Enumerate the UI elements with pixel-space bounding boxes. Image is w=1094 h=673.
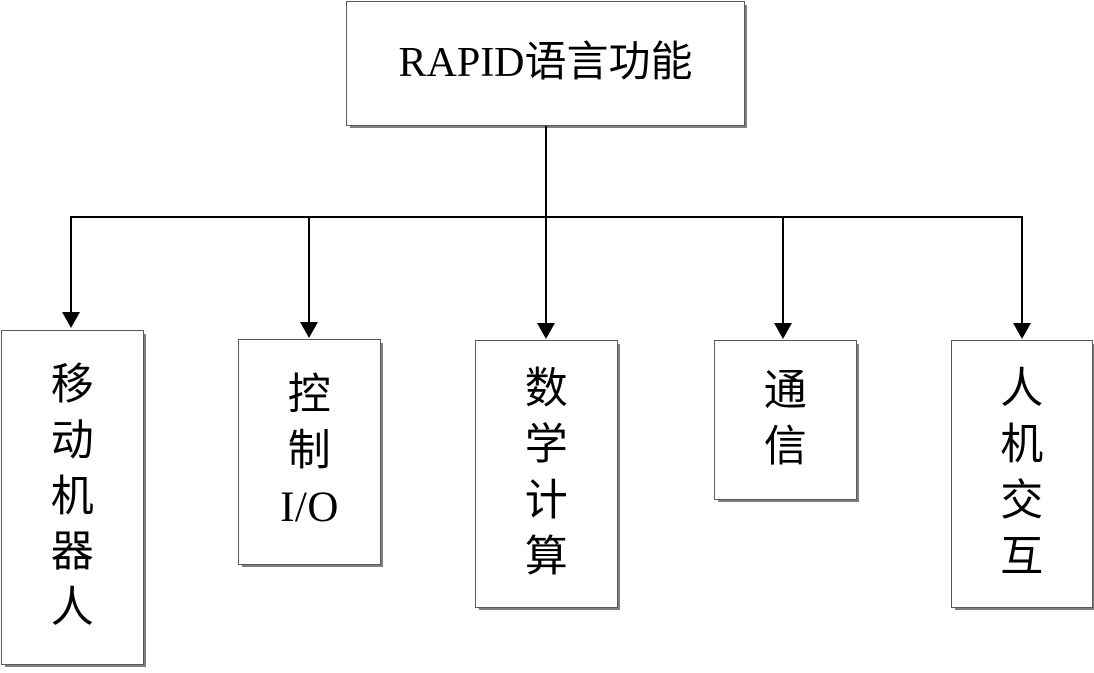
node-math-computation[interactable]: 数 学 计 算 (475, 340, 618, 608)
node-mobile-robot-label: 移 动 机 器 人 (50, 361, 95, 633)
connector-drop-1 (70, 216, 72, 312)
connector-drop-5 (1021, 216, 1023, 323)
arrowhead-5-icon (1013, 323, 1031, 339)
arrowhead-3-icon (537, 323, 555, 339)
connector-drop-3 (545, 216, 547, 323)
connector-drop-2 (308, 216, 310, 322)
node-root-label: RAPID语言功能 (398, 40, 693, 87)
node-communication[interactable]: 通 信 (714, 340, 857, 500)
node-human-machine-interaction-label: 人 机 交 互 (1000, 366, 1044, 581)
node-communication-label: 通 信 (763, 368, 808, 471)
connector-trunk (545, 126, 547, 217)
arrowhead-4-icon (774, 323, 792, 339)
node-root[interactable]: RAPID语言功能 (346, 1, 745, 126)
arrowhead-1-icon (62, 312, 80, 328)
arrowhead-2-icon (300, 322, 318, 338)
connector-drop-4 (782, 216, 784, 323)
node-human-machine-interaction[interactable]: 人 机 交 互 (951, 340, 1093, 608)
node-mobile-robot[interactable]: 移 动 机 器 人 (1, 330, 144, 665)
node-control-io-label: 控 制 I/O (280, 372, 339, 531)
node-control-io[interactable]: 控 制 I/O (238, 339, 381, 565)
node-math-computation-label: 数 学 计 算 (524, 366, 569, 581)
